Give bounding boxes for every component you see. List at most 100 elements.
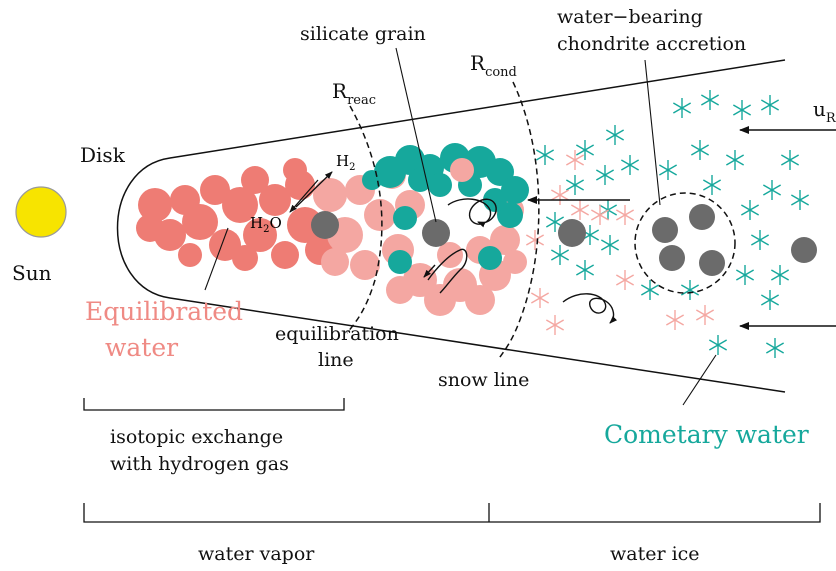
ice-crystal-icon xyxy=(762,180,782,200)
ice-crystal-icon xyxy=(640,280,660,300)
ice-crystal-icon xyxy=(770,265,790,285)
ice-crystal-icon xyxy=(702,175,722,195)
grain-trajectory-curl xyxy=(427,248,468,294)
ice-crystal-icon xyxy=(665,310,685,330)
ice-crystal-icon xyxy=(760,95,780,115)
grain-trajectory-curl xyxy=(423,264,436,278)
ice-crystal-icon xyxy=(550,245,570,265)
vapor-blob xyxy=(283,158,307,182)
ice-crystal-icon xyxy=(732,100,752,120)
grain-trajectory-curl xyxy=(447,198,497,228)
disk-label: Disk xyxy=(80,143,126,167)
vapor-blob xyxy=(350,250,380,280)
vapor-blob xyxy=(200,175,230,205)
silicate-grain-pointer xyxy=(395,47,437,223)
phase-bracket xyxy=(83,503,821,523)
silicate-grain xyxy=(791,237,817,263)
ice-crystal-icon xyxy=(600,235,620,255)
ice-crystal-icon xyxy=(535,145,555,165)
ice-crystal-icon xyxy=(672,98,692,118)
silicate-grain-label: silicate grain xyxy=(300,23,426,45)
ice-crystal-icon xyxy=(550,185,570,205)
r-reac-label: Rreac xyxy=(332,79,376,108)
vapor-blob xyxy=(287,207,323,243)
vapor-blob xyxy=(138,188,172,222)
water-bearing-label-line2: chondrite accretion xyxy=(557,33,746,55)
cometary-water-label: Cometary water xyxy=(604,420,809,449)
vapor-blob xyxy=(364,199,396,231)
teal-blob xyxy=(478,246,502,270)
ice-crystal-icon xyxy=(790,190,810,210)
grain-trajectory-curl xyxy=(562,293,618,324)
vapor-blob xyxy=(241,166,269,194)
silicate-grain xyxy=(699,250,725,276)
exchange-arrow xyxy=(289,179,319,213)
r-cond-label: Rcond xyxy=(470,51,517,80)
ice-crystal-icon xyxy=(525,230,545,250)
ice-crystal-icon xyxy=(735,265,755,285)
silicate-grain xyxy=(652,217,678,243)
snow-line-label: snow line xyxy=(438,369,529,391)
vapor-blob xyxy=(386,276,414,304)
teal-blob xyxy=(428,173,452,197)
isotopic-exchange-bracket xyxy=(83,398,345,411)
snow-line xyxy=(497,81,540,361)
ice-crystal-icon xyxy=(565,175,585,195)
equilibrated-water-vapor-blobs xyxy=(136,158,527,316)
cometary-water-blobs xyxy=(362,143,529,274)
teal-blob xyxy=(393,206,417,230)
ice-crystal-icon xyxy=(740,200,760,220)
ice-crystal-icon xyxy=(575,140,595,160)
silicate-grain xyxy=(311,211,339,239)
vapor-blob xyxy=(232,245,258,271)
teal-blob xyxy=(388,250,412,274)
vapor-blob xyxy=(178,243,202,267)
vapor-blob xyxy=(490,225,520,255)
teal-blob xyxy=(362,170,382,190)
ice-crystal-icon xyxy=(620,155,640,175)
exchange-arrow xyxy=(295,171,333,208)
vapor-blob xyxy=(243,218,277,252)
ice-crystal-icon xyxy=(725,150,745,170)
ice-crystal-icon xyxy=(708,335,728,355)
water-ice-crystals xyxy=(525,90,810,358)
vapor-blob xyxy=(465,285,495,315)
equilibrated-water-label-line1: Equilibrated xyxy=(85,297,243,326)
ice-crystal-icon xyxy=(575,260,595,280)
cometary-pointer xyxy=(682,354,717,406)
teal-blob xyxy=(408,168,432,192)
ice-crystal-icon xyxy=(595,165,615,185)
ice-crystal-icon xyxy=(590,205,610,225)
equilibrated-pointer xyxy=(204,227,229,291)
vapor-blob xyxy=(450,158,474,182)
equilibration-line-label-line2: line xyxy=(318,349,354,371)
water-bearing-label-line1: water−bearing xyxy=(557,6,703,28)
vapor-blob xyxy=(136,214,164,242)
vapor-blob xyxy=(222,187,258,223)
ice-crystal-icon xyxy=(750,230,770,250)
ice-crystal-icon xyxy=(615,205,635,225)
silicate-grain xyxy=(659,245,685,271)
radial-velocity-label: uR xyxy=(813,97,836,126)
equilibration-line xyxy=(346,105,383,334)
vapor-blob xyxy=(259,184,291,216)
ice-crystal-icon xyxy=(615,270,635,290)
ice-crystal-icon xyxy=(780,150,800,170)
equilibrated-water-label-line2: water xyxy=(105,333,178,362)
water-vapor-label: water vapor xyxy=(198,543,315,565)
ice-crystal-icon xyxy=(658,160,678,180)
ice-crystal-icon xyxy=(570,200,590,220)
ice-crystal-icon xyxy=(690,140,710,160)
disk-outline xyxy=(116,59,786,393)
sun-label: Sun xyxy=(12,261,52,285)
silicate-grains xyxy=(311,204,817,276)
vapor-blob xyxy=(321,248,349,276)
sun-icon xyxy=(15,186,67,238)
equilibration-line-label-line1: equilibration xyxy=(275,323,399,345)
ice-crystal-icon xyxy=(700,90,720,110)
ice-crystal-icon xyxy=(530,288,550,308)
vapor-blob xyxy=(182,204,218,240)
vapor-blob xyxy=(503,250,527,274)
silicate-grain xyxy=(558,219,586,247)
